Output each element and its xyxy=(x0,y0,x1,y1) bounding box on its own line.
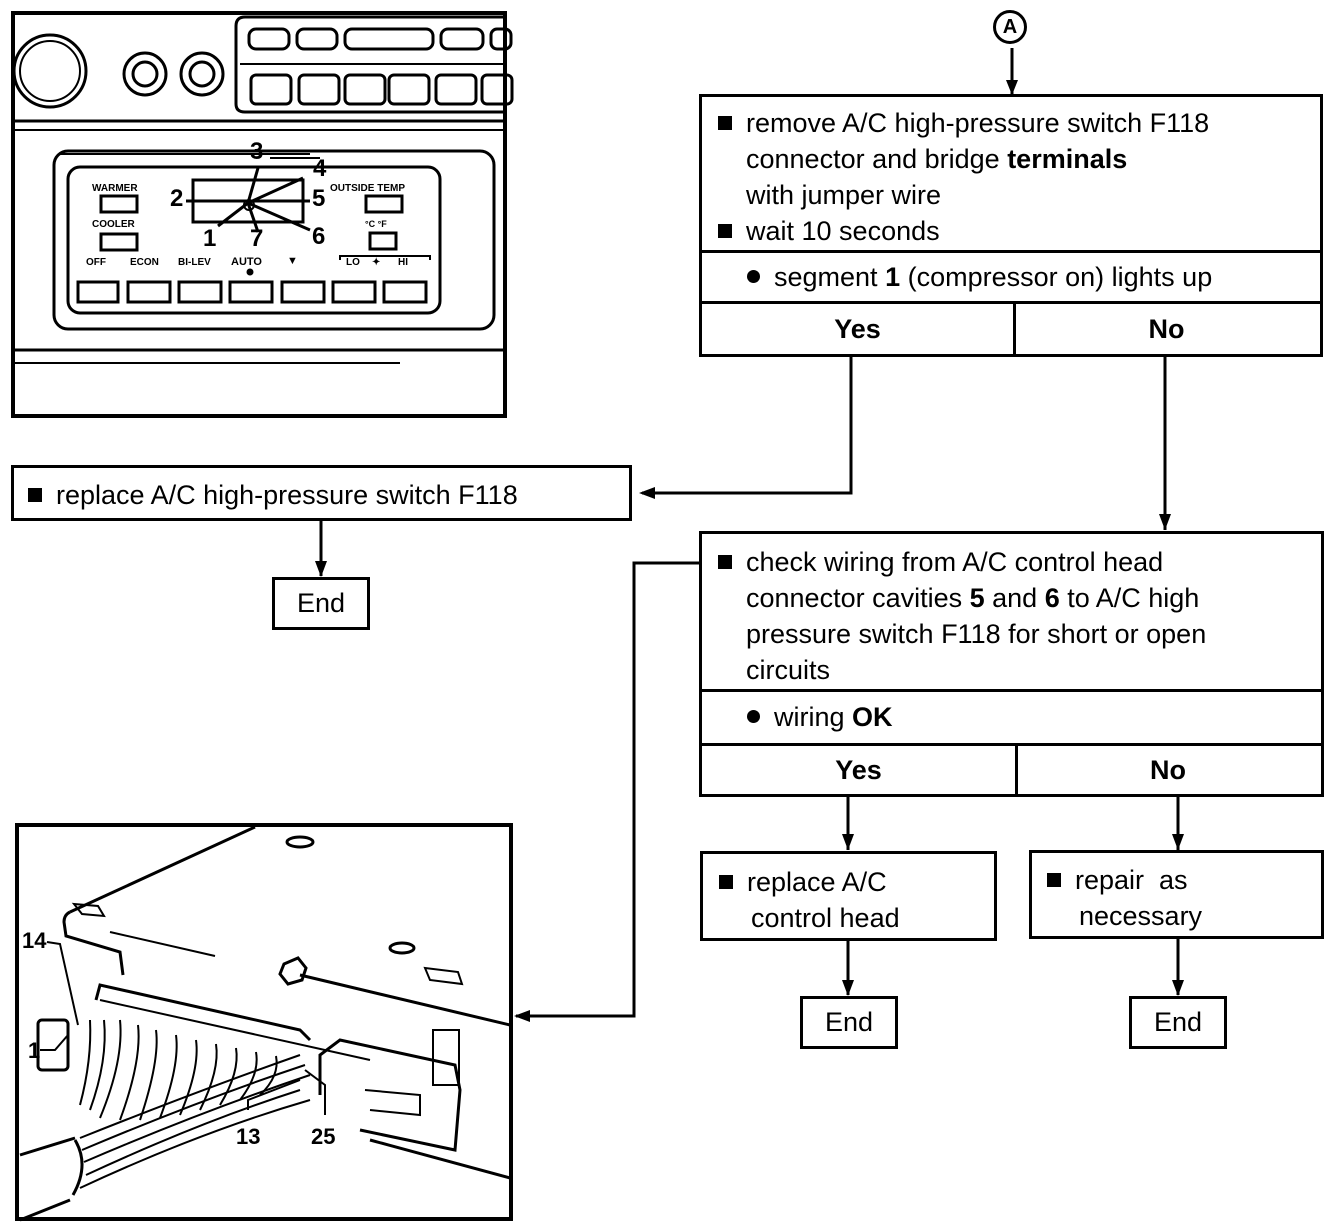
arrowhead xyxy=(315,561,327,577)
replace-head-line1: replace A/C xyxy=(719,864,994,900)
arrowhead xyxy=(842,834,854,850)
instruction-line: pressure switch F118 for short or open xyxy=(746,619,1207,649)
replace-switch-box: replace A/C high-pressure switch F118 xyxy=(11,465,632,521)
cooler-label: COOLER xyxy=(92,219,135,230)
replace-head-box: replace A/C control head xyxy=(700,851,997,941)
instruction-line: connector and bridge terminals xyxy=(746,144,1128,174)
step1-check-text: segment 1 (compressor on) lights up xyxy=(747,259,1212,295)
arrowhead xyxy=(842,980,854,996)
step2-decision-box: check wiring from A/C control head conne… xyxy=(699,531,1324,797)
arrowhead xyxy=(1159,514,1171,530)
instruction-line: with jumper wire xyxy=(746,180,942,210)
arrowhead xyxy=(639,487,655,499)
connector-a-label: A xyxy=(1002,15,1018,38)
step1-decision-box: remove A/C high-pressure switch F118 con… xyxy=(699,94,1323,357)
square-bullet-icon xyxy=(718,116,732,130)
step1-answer-row: Yes No xyxy=(702,301,1320,354)
segment-label-1: 1 xyxy=(203,225,217,252)
step2-yes-option[interactable]: Yes xyxy=(702,746,1018,794)
step2-instructions: check wiring from A/C control head conne… xyxy=(718,544,1206,688)
arrowhead xyxy=(1172,834,1184,850)
pin-label-25: 25 xyxy=(311,1124,336,1149)
instruction-line: connector cavities 5 and 6 to A/C high xyxy=(746,583,1200,613)
step1-instructions: remove A/C high-pressure switch F118 con… xyxy=(718,105,1209,249)
segment-label-4: 4 xyxy=(313,155,327,182)
instruction-line: circuits xyxy=(746,655,831,685)
arrowhead xyxy=(514,1010,530,1022)
defrost-icon: ▼ xyxy=(287,255,298,267)
end-box: End xyxy=(1129,996,1227,1049)
square-bullet-icon xyxy=(1047,873,1061,887)
fan-lo-label: LO xyxy=(346,257,360,268)
fan-icon: ✦ xyxy=(372,257,381,268)
repair-line2: necessary xyxy=(1079,901,1203,931)
bilev-label: BI-LEV xyxy=(178,257,211,268)
fan-hi-label: HI xyxy=(398,257,408,268)
segment-label-5: 5 xyxy=(312,185,326,212)
repair-box: repair as necessary xyxy=(1029,850,1324,939)
step2-answer-row: Yes No xyxy=(702,743,1321,794)
step1-no-option[interactable]: No xyxy=(1148,313,1185,344)
square-bullet-icon xyxy=(719,875,733,889)
square-bullet-icon xyxy=(718,224,732,238)
arrow-step2-to-illustration xyxy=(516,561,700,1018)
pin-label-13: 13 xyxy=(236,1124,261,1149)
econ-label: ECON xyxy=(130,257,159,268)
step1-check-row: segment 1 (compressor on) lights up xyxy=(702,250,1320,301)
square-bullet-icon xyxy=(28,488,42,502)
repair-line1: repair as xyxy=(1047,862,1321,898)
instruction-line: check wiring from A/C control head xyxy=(718,544,1206,580)
arrowhead xyxy=(1172,980,1184,996)
end-box: End xyxy=(272,577,370,630)
step2-no-option[interactable]: No xyxy=(1150,754,1186,785)
pin-label-1: 1 xyxy=(28,1038,41,1063)
segment-label-6: 6 xyxy=(312,223,326,250)
connector-illustration xyxy=(15,823,513,1222)
end-box: End xyxy=(800,996,898,1049)
replace-head-line2: control head xyxy=(751,903,900,933)
step1-yes-option[interactable]: Yes xyxy=(702,304,1016,354)
step2-check-row: wiring OK xyxy=(702,689,1321,743)
segment-label-2: 2 xyxy=(170,185,184,212)
segment-label-3: 3 xyxy=(250,138,264,165)
arrowhead xyxy=(1006,80,1018,95)
instruction-line: remove A/C high-pressure switch F118 xyxy=(718,105,1209,141)
square-bullet-icon xyxy=(718,555,732,569)
round-bullet-icon xyxy=(747,270,760,283)
auto-label: AUTO xyxy=(231,256,262,268)
segment-label-7: 7 xyxy=(250,225,264,252)
units-label: °C °F xyxy=(365,219,387,229)
outside-temp-label: OUTSIDE TEMP xyxy=(330,183,406,194)
off-label: OFF xyxy=(86,257,106,268)
instruction-line: wait 10 seconds xyxy=(718,213,1209,249)
replace-switch-text: replace A/C high-pressure switch F118 xyxy=(56,480,518,510)
connector-a: A xyxy=(993,10,1027,44)
control-head-illustration xyxy=(11,11,514,418)
step2-check-text: wiring OK xyxy=(747,699,893,735)
round-bullet-icon xyxy=(747,710,760,723)
pin-label-14: 14 xyxy=(22,928,47,953)
arrow-yes-to-replace-switch xyxy=(642,357,853,495)
warmer-label: WARMER xyxy=(92,183,138,194)
